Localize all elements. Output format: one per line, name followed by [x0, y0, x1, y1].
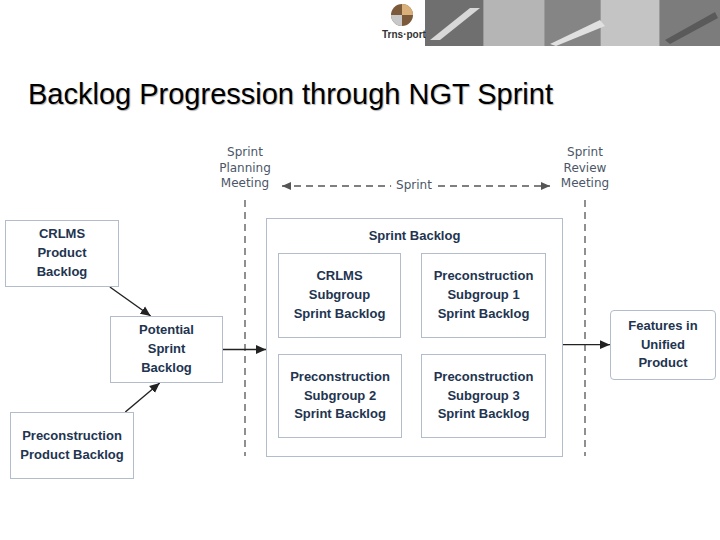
header-photo-strip: [425, 0, 720, 46]
flow-arrow: [563, 344, 610, 345]
meeting-label: Sprint Review Meeting: [544, 145, 626, 192]
box-label: Preconstruction Product Backlog: [16, 427, 128, 465]
product-backlog-box: Preconstruction Product Backlog: [10, 412, 134, 479]
product-backlog-box: CRLMS Product Backlog: [5, 220, 119, 287]
sprint-backlog-container: Sprint BacklogCRLMS Subgroup Sprint Back…: [266, 218, 563, 457]
box-label: Preconstruction Subgroup 1 Sprint Backlo…: [428, 267, 540, 324]
slide-title: Backlog Progression through NGT Sprint: [28, 78, 553, 111]
logo-icon: [391, 4, 413, 26]
subgroup-backlog-box: Preconstruction Subgroup 1 Sprint Backlo…: [421, 253, 546, 338]
box-label: CRLMS Product Backlog: [22, 225, 102, 282]
container-heading: Sprint Backlog: [267, 227, 562, 246]
flow-arrow: [223, 349, 266, 350]
flow-arrow: [110, 287, 151, 316]
meeting-label: Sprint Planning Meeting: [204, 145, 286, 192]
subgroup-backlog-box: Preconstruction Subgroup 3 Sprint Backlo…: [421, 354, 546, 438]
box-label: CRLMS Subgroup Sprint Backlog: [290, 267, 390, 324]
subgroup-backlog-box: CRLMS Subgroup Sprint Backlog: [278, 253, 401, 338]
box-label: Preconstruction Subgroup 3 Sprint Backlo…: [428, 368, 540, 425]
sprint-label: Sprint: [391, 178, 437, 194]
subgroup-backlog-box: Preconstruction Subgroup 2 Sprint Backlo…: [278, 354, 402, 438]
sprint-boundary-line: [245, 186, 585, 456]
output-box: Features in Unified Product: [610, 310, 716, 380]
box-label: Potential Sprint Backlog: [124, 321, 209, 378]
potential-backlog-box: Potential Sprint Backlog: [110, 316, 223, 383]
flow-arrow: [125, 383, 159, 412]
logo-text: Trns·port: [382, 28, 426, 41]
box-label: Preconstruction Subgroup 2 Sprint Backlo…: [284, 368, 396, 425]
box-label: Features in Unified Product: [620, 317, 706, 374]
